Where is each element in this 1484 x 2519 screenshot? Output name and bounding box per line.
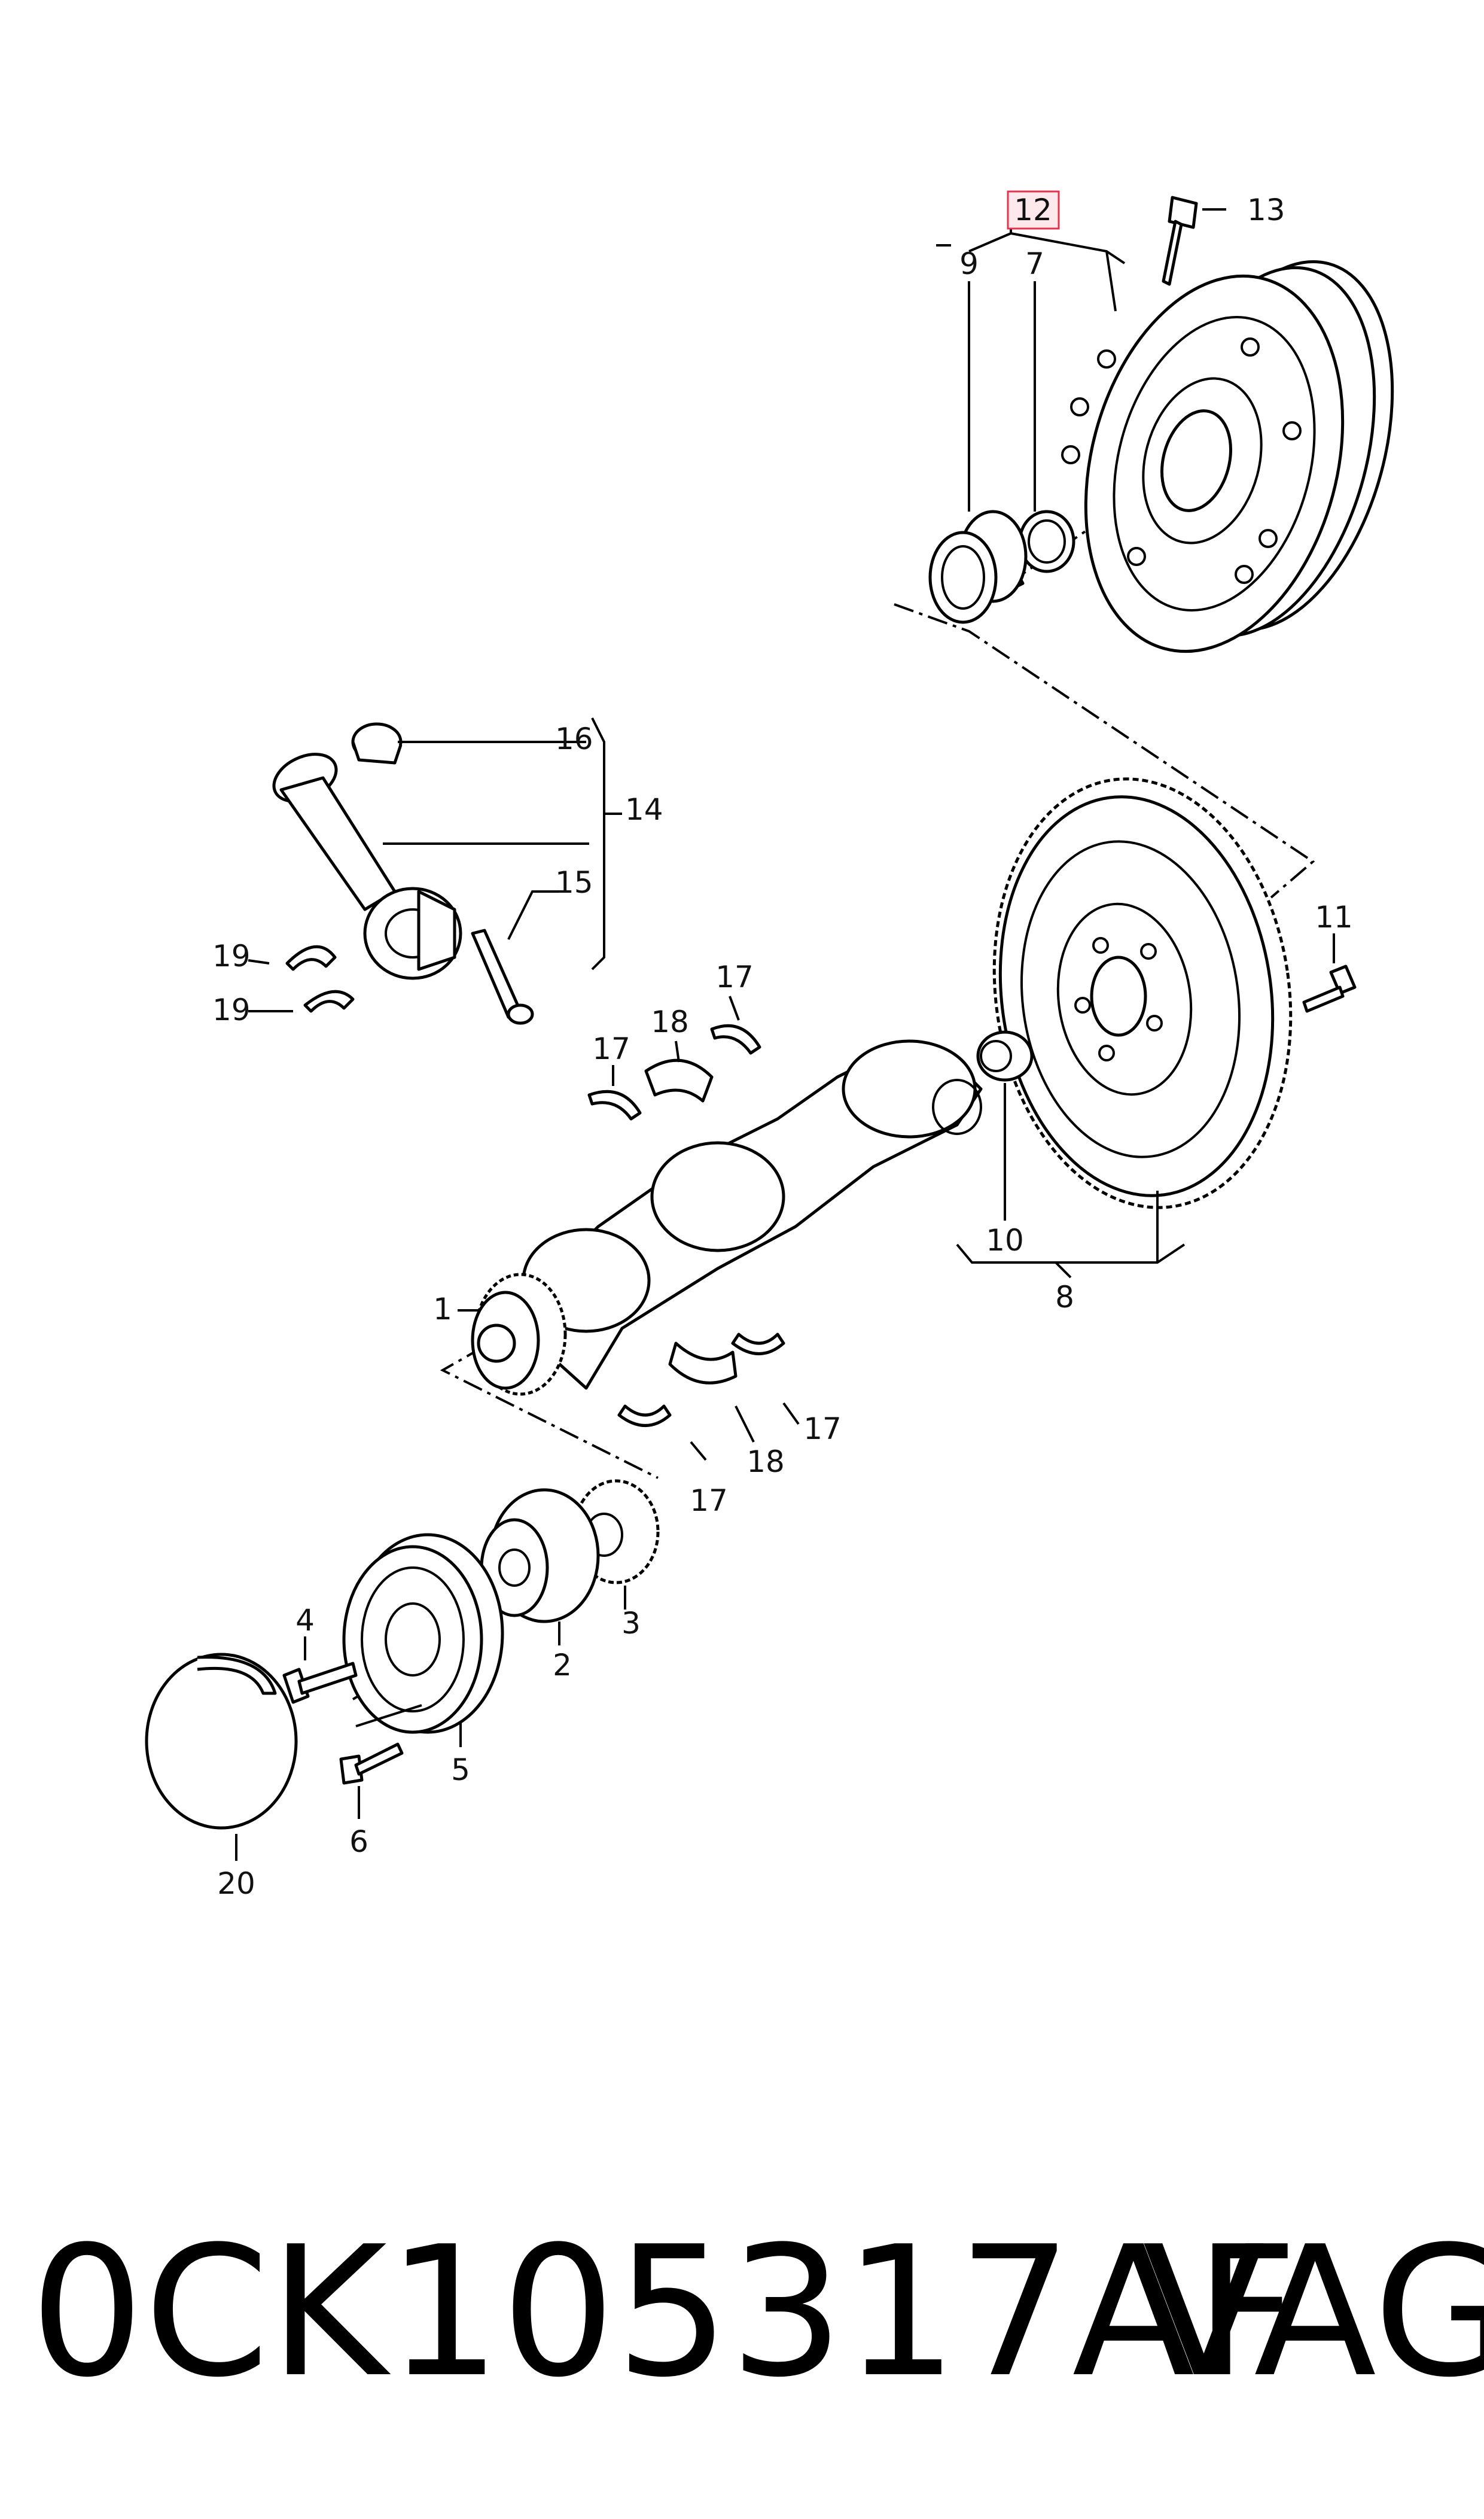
damper-bolt-6 [339,1742,404,1785]
rod-bearing-shells-19 [285,945,355,1013]
callout-20[interactable]: 20 [217,1866,255,1901]
callout-1[interactable]: 1 [433,1292,452,1327]
callout-18b[interactable]: 18 [746,1444,785,1479]
flywheel-bolt-13 [1162,196,1198,286]
flywheel-ring-gear-8 [992,777,1293,1209]
part-number: 0CK105317AF [30,2208,1299,2417]
main-bearing-shells-18 [644,1058,738,1385]
brand-name: VAG [1142,2208,1484,2417]
small-end-bushing-16 [351,722,403,765]
seal-ring-7 [1018,510,1075,573]
pilot-bushing-10 [976,1030,1034,1082]
callout-5[interactable]: 5 [451,1753,470,1787]
callout-17c[interactable]: 17 [803,1411,842,1446]
needle-bearing-9 [928,510,1028,624]
callout-9[interactable]: 9 [959,247,979,281]
rod-bolt-15 [471,929,534,1025]
callout-7[interactable]: 7 [1025,247,1044,281]
callout-17d[interactable]: 17 [690,1483,728,1518]
callout-10[interactable]: 10 [986,1223,1024,1258]
sealing-cap-20 [145,1653,298,1830]
thrust-washers-17 [587,1024,785,1427]
callout-18a[interactable]: 18 [651,1005,689,1039]
highlighted-callout-box [1007,190,1060,230]
callout-16[interactable]: 16 [555,722,593,756]
callout-19a[interactable]: 19 [212,939,251,973]
callout-4[interactable]: 4 [295,1603,315,1638]
callout-12[interactable]: 12 [1014,193,1052,227]
callout-8[interactable]: 8 [1055,1280,1074,1315]
part-number-caption: 0CK105317AF VAG [30,2208,1484,2417]
callout-3[interactable]: 3 [621,1606,641,1641]
callout-15[interactable]: 15 [555,865,593,900]
callout-17b[interactable]: 17 [592,1032,630,1066]
leader-lines [235,208,1335,1861]
connecting-rod-14 [272,753,462,980]
callout-6[interactable]: 6 [349,1824,368,1859]
crank-gear-1 [471,1273,567,1396]
vibration-damper-pulley-5 [342,1533,504,1734]
dual-mass-flywheel-assembly [1061,260,1394,653]
callout-11[interactable]: 11 [1315,900,1353,935]
callout-13[interactable]: 13 [1247,193,1285,227]
callout-14[interactable]: 14 [625,792,663,827]
callout-19b[interactable]: 19 [212,993,251,1027]
callout-17a[interactable]: 17 [715,960,754,994]
callout-labels: 12 13 9 7 16 14 15 19 19 17 18 17 11 10 … [212,190,1353,1901]
flywheel-bolt-11 [1302,965,1357,1013]
pulley-bolt-4 [282,1662,358,1704]
hub-2 [480,1488,600,1623]
callout-2[interactable]: 2 [553,1648,572,1683]
